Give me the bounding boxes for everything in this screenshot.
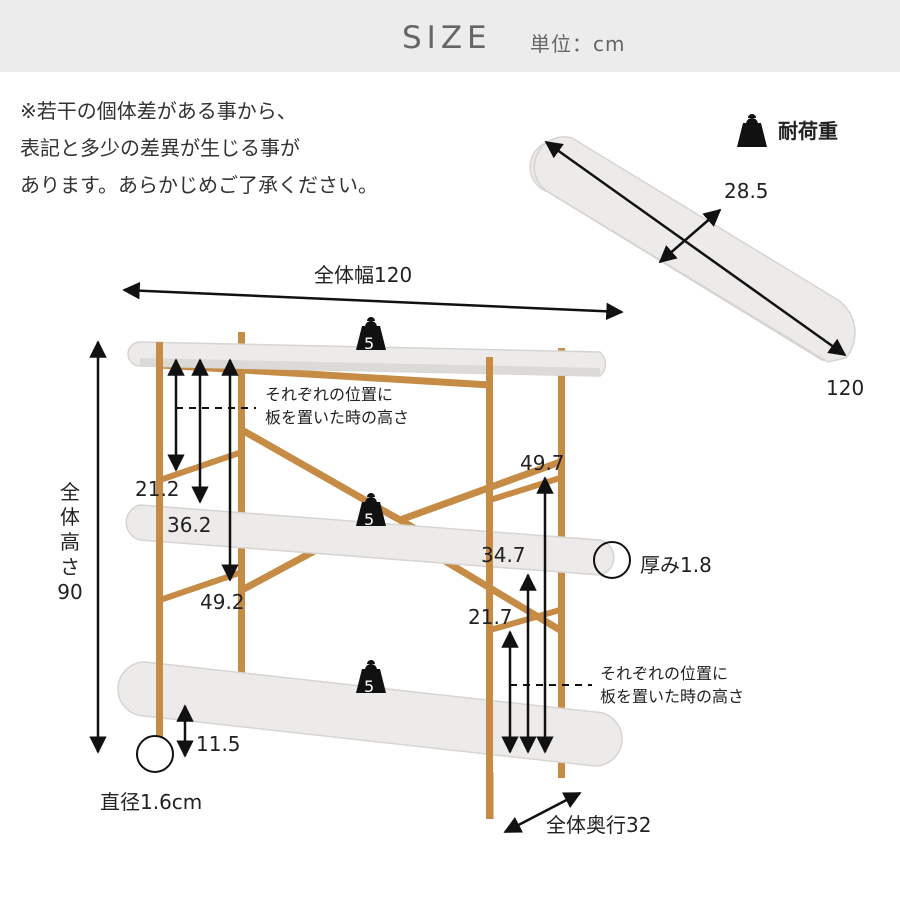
top-width-label: 120 [826, 376, 865, 400]
right-dim-a-label: 49.7 [520, 451, 565, 475]
top-depth-label: 28.5 [724, 179, 769, 203]
header-bar: SIZE 単位：cm [0, 0, 900, 72]
shelf-note-left-line1: それぞれの位置に [265, 385, 394, 404]
top-width-arrow [544, 140, 847, 357]
top-view-board [529, 136, 856, 363]
overall-depth-label: 全体奥行32 [546, 813, 652, 837]
diameter-circle [136, 735, 174, 773]
shelf-note-right-line2: 板を置いた時の高さ [600, 687, 745, 706]
left-dim-b-label: 36.2 [167, 513, 212, 537]
overall-width-label: 全体幅120 [314, 263, 413, 287]
height-char-3: 高 [60, 530, 80, 554]
height-value: 90 [57, 580, 83, 604]
height-char-2: 体 [60, 505, 80, 529]
note-line-3: あります。あらかじめご了承ください。 [20, 173, 378, 197]
weight-icon-load [737, 114, 767, 147]
right-dim-b-label: 34.7 [481, 543, 526, 567]
diameter-label: 直径1.6cm [100, 790, 203, 814]
height-char-1: 全 [60, 480, 80, 504]
thickness-label: 厚み1.8 [640, 553, 712, 577]
weight-value-middle: 5 [364, 510, 375, 529]
disclaimer-note: ※若干の個体差がある事から、 表記と多少の差異が生じる事が あります。あらかじめ… [20, 93, 378, 204]
shelf-note-left: それぞれの位置に 板を置いた時の高さ [265, 383, 409, 429]
overall-width-arrow [122, 281, 624, 321]
thickness-circle [593, 541, 631, 579]
size-title: SIZE [402, 20, 492, 56]
right-dim-c-label: 21.7 [468, 605, 513, 629]
note-line-2: 表記と多少の差異が生じる事が [20, 136, 300, 160]
bottom-gap-label: 11.5 [196, 732, 241, 756]
load-label: 耐荷重 [778, 119, 838, 143]
note-line-1: ※若干の個体差がある事から、 [20, 99, 297, 123]
unit-label: 単位：cm [530, 32, 626, 56]
weight-value-top: 5 [364, 334, 375, 353]
overall-height-label: 全 体 高 さ 90 [52, 480, 88, 605]
left-dim-c-label: 49.2 [200, 590, 245, 614]
top-depth-arrow [658, 208, 722, 264]
height-char-4: さ [60, 555, 80, 579]
shelf-note-right: それぞれの位置に 板を置いた時の高さ [600, 662, 744, 708]
shelf-bottom [117, 661, 623, 767]
left-dim-a-label: 21.2 [135, 477, 180, 501]
shelf-note-left-line2: 板を置いた時の高さ [265, 408, 410, 427]
overall-depth-arrow [503, 791, 582, 834]
shelf-note-right-line1: それぞれの位置に [600, 664, 729, 683]
frame-front [156, 342, 494, 819]
weight-value-bottom: 5 [364, 677, 375, 696]
